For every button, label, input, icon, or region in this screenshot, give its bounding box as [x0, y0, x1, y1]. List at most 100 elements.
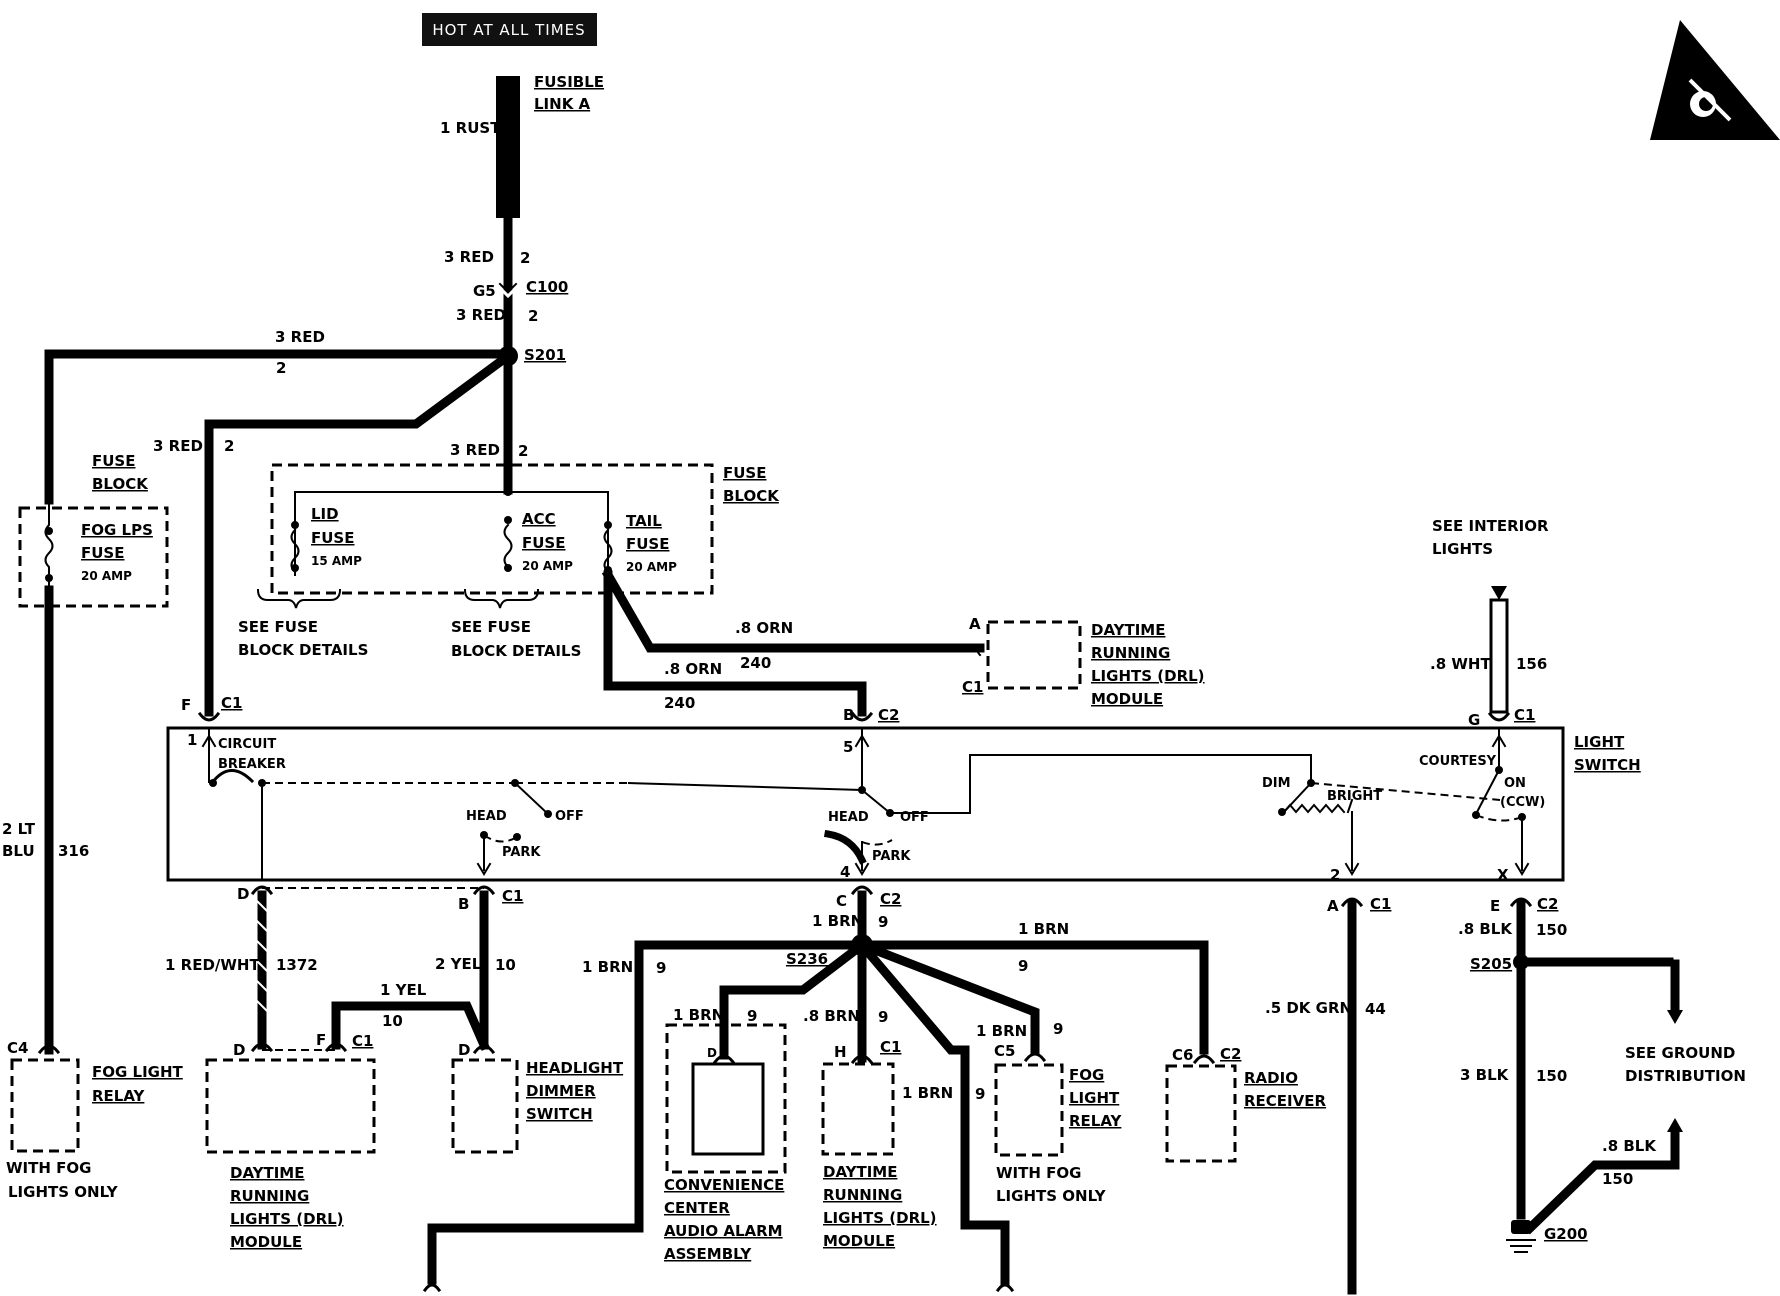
s205-label: S205 — [1470, 955, 1512, 973]
dimmer-label-1: HEADLIGHT — [526, 1059, 624, 1077]
c100-circuit-top: 2 — [520, 249, 530, 267]
fog-relay-right-label-1: FOG — [1069, 1066, 1104, 1084]
acc-fuse-symbol — [503, 523, 513, 569]
interior-label-2: LIGHTS — [1432, 540, 1493, 558]
bright-label: BRIGHT — [1327, 789, 1382, 804]
conn-b-bot: C1 — [502, 887, 523, 905]
brn-main-circuit: 9 — [878, 913, 888, 931]
fog-relay-right-label-2: LIGHT — [1069, 1089, 1120, 1107]
drl-mid-label-4: MODULE — [823, 1232, 895, 1250]
drl-module-mid: H C1 DAYTIME RUNNING LIGHTS (DRL) MODULE — [821, 1038, 937, 1250]
circuit-breaker-feed-wire — [204, 349, 515, 717]
brn-left-label: 1 BRN — [582, 958, 633, 976]
interior-lights-feed: SEE INTERIOR LIGHTS .8 WHT 156 — [1430, 517, 1549, 714]
circuit-breaker-label-2: BREAKER — [218, 757, 286, 772]
drl-left-label-4: MODULE — [230, 1233, 302, 1251]
drl-top-label-1: DAYTIME — [1091, 621, 1165, 639]
drl-left-label-2: RUNNING — [230, 1187, 309, 1205]
lid-label: LID — [311, 505, 339, 523]
drl-module-top: A C1 DAYTIME RUNNING LIGHTS (DRL) MODULE — [962, 615, 1205, 708]
fog-feed-wire — [44, 349, 513, 505]
fog-relay-right-label-3: RELAY — [1069, 1112, 1123, 1130]
yel2-circuit: 10 — [495, 956, 516, 974]
tail-fuse-label: FUSE — [626, 535, 669, 553]
pin-c: C — [836, 892, 847, 910]
red-wht-label: 1 RED/WHT — [165, 956, 260, 974]
main-fuse-block: FUSE BLOCK LID FUSE 15 AMP ACC FUSE 20 A… — [238, 463, 780, 660]
fusible-link-a: FUSIBLE LINK A 1 RUST — [440, 73, 604, 218]
s201-wire-left: 3 RED — [275, 328, 325, 346]
park-2: PARK — [872, 849, 911, 864]
s201-wire-down: 3 RED — [450, 441, 500, 459]
acc-fuse-label: FUSE — [522, 534, 565, 552]
conv-label-4: ASSEMBLY — [664, 1245, 752, 1263]
light-switch-label-1: LIGHT — [1574, 733, 1625, 751]
head-1: HEAD — [466, 809, 507, 824]
ground-icon — [1506, 1220, 1536, 1253]
hot-at-all-times-box: HOT AT ALL TIMES — [422, 13, 597, 46]
tail-switch-wire — [603, 570, 867, 717]
see-fuse-details-2: BLOCK DETAILS — [451, 642, 581, 660]
brn-right-wire — [857, 940, 1209, 1055]
drl-top-label-4: MODULE — [1091, 690, 1163, 708]
tail-amp: 20 AMP — [626, 560, 677, 574]
dkgrn-label: .5 DK GRN — [1265, 999, 1352, 1017]
brn-conv-circuit: 9 — [747, 1007, 757, 1025]
lid-fuse-symbol — [290, 528, 300, 574]
num-5: 5 — [843, 738, 853, 756]
conv-label-2: CENTER — [664, 1199, 730, 1217]
drl-top-pin: A — [969, 615, 981, 633]
pin-e: E — [1490, 897, 1500, 915]
fog-relay-right-note-2: LIGHTS ONLY — [996, 1187, 1107, 1205]
drl-module-left: D F C1 DAYTIME RUNNING LIGHTS (DRL) MODU… — [205, 1031, 376, 1251]
brn-drl2-label: 1 BRN — [902, 1084, 953, 1102]
drl-top-label-3: LIGHTS (DRL) — [1091, 667, 1205, 685]
fog-light-relay-left: C4 FOG LIGHT RELAY WITH FOG LIGHTS ONLY — [6, 1039, 184, 1201]
conn-b-top: C2 — [878, 706, 899, 724]
conv-label-3: AUDIO ALARM — [664, 1222, 783, 1240]
drl-left-pin-d: D — [233, 1041, 245, 1059]
s201-circuit-left: 2 — [276, 359, 286, 377]
pin-d: D — [237, 885, 249, 903]
drl-left-label-3: LIGHTS (DRL) — [230, 1210, 344, 1228]
circuit-breaker-label-1: CIRCUIT — [218, 737, 276, 752]
pin-b-top: B — [843, 706, 854, 724]
yel1-circuit: 10 — [382, 1012, 403, 1030]
drl-mid-label-1: DAYTIME — [823, 1163, 897, 1181]
fog-lps-fuse-label: FUSE — [81, 544, 124, 562]
pin-g: G — [1468, 711, 1480, 729]
interior-wire-circuit: 156 — [1516, 655, 1547, 673]
s236-label: S236 — [786, 950, 828, 968]
blk8b-circuit: 150 — [1602, 1170, 1633, 1188]
conn-f: C1 — [221, 694, 242, 712]
fog-relay-left-label-1: FOG LIGHT — [92, 1063, 184, 1081]
lid-fuse-label: FUSE — [311, 529, 354, 547]
dimmer-label-3: SWITCH — [526, 1105, 593, 1123]
drl-left-conn: C1 — [352, 1032, 373, 1050]
g200-label: G200 — [1544, 1225, 1588, 1243]
conn-g: C1 — [1514, 706, 1535, 724]
blk8b-label: .8 BLK — [1602, 1137, 1657, 1155]
c100-pin: G5 — [473, 282, 496, 300]
pin-a: A — [1327, 897, 1339, 915]
drl-top-label-2: RUNNING — [1091, 644, 1170, 662]
fog-lps-fuse-block: FUSE BLOCK FOG LPS FUSE 20 AMP — [18, 452, 169, 608]
blk8-label: .8 BLK — [1458, 920, 1513, 938]
fog-relay-right-pin: C5 — [994, 1042, 1015, 1060]
see-ground-2: DISTRIBUTION — [1625, 1067, 1746, 1085]
dkgrn-circuit: 44 — [1365, 1000, 1386, 1018]
left-fuse-block-label-2: BLOCK — [92, 475, 149, 493]
tail-fuse-symbol — [603, 528, 613, 574]
on-label: ON — [1504, 776, 1526, 791]
brn-conv-wire — [719, 938, 869, 1060]
fusible-wire-label: 1 RUST — [440, 119, 501, 137]
drl-top-connector: C1 — [962, 678, 983, 696]
convenience-center: D CONVENIENCE CENTER AUDIO ALARM ASSEMBL… — [664, 1023, 787, 1263]
hot-label: HOT AT ALL TIMES — [432, 21, 585, 39]
park-1: PARK — [502, 845, 541, 860]
fog-light-relay-right: C5 FOG LIGHT RELAY WITH FOG LIGHTS ONLY — [994, 1042, 1123, 1205]
blk8-circuit: 150 — [1536, 921, 1567, 939]
fog-relay-left-note-2: LIGHTS ONLY — [8, 1183, 119, 1201]
num-1: 1 — [187, 731, 197, 749]
